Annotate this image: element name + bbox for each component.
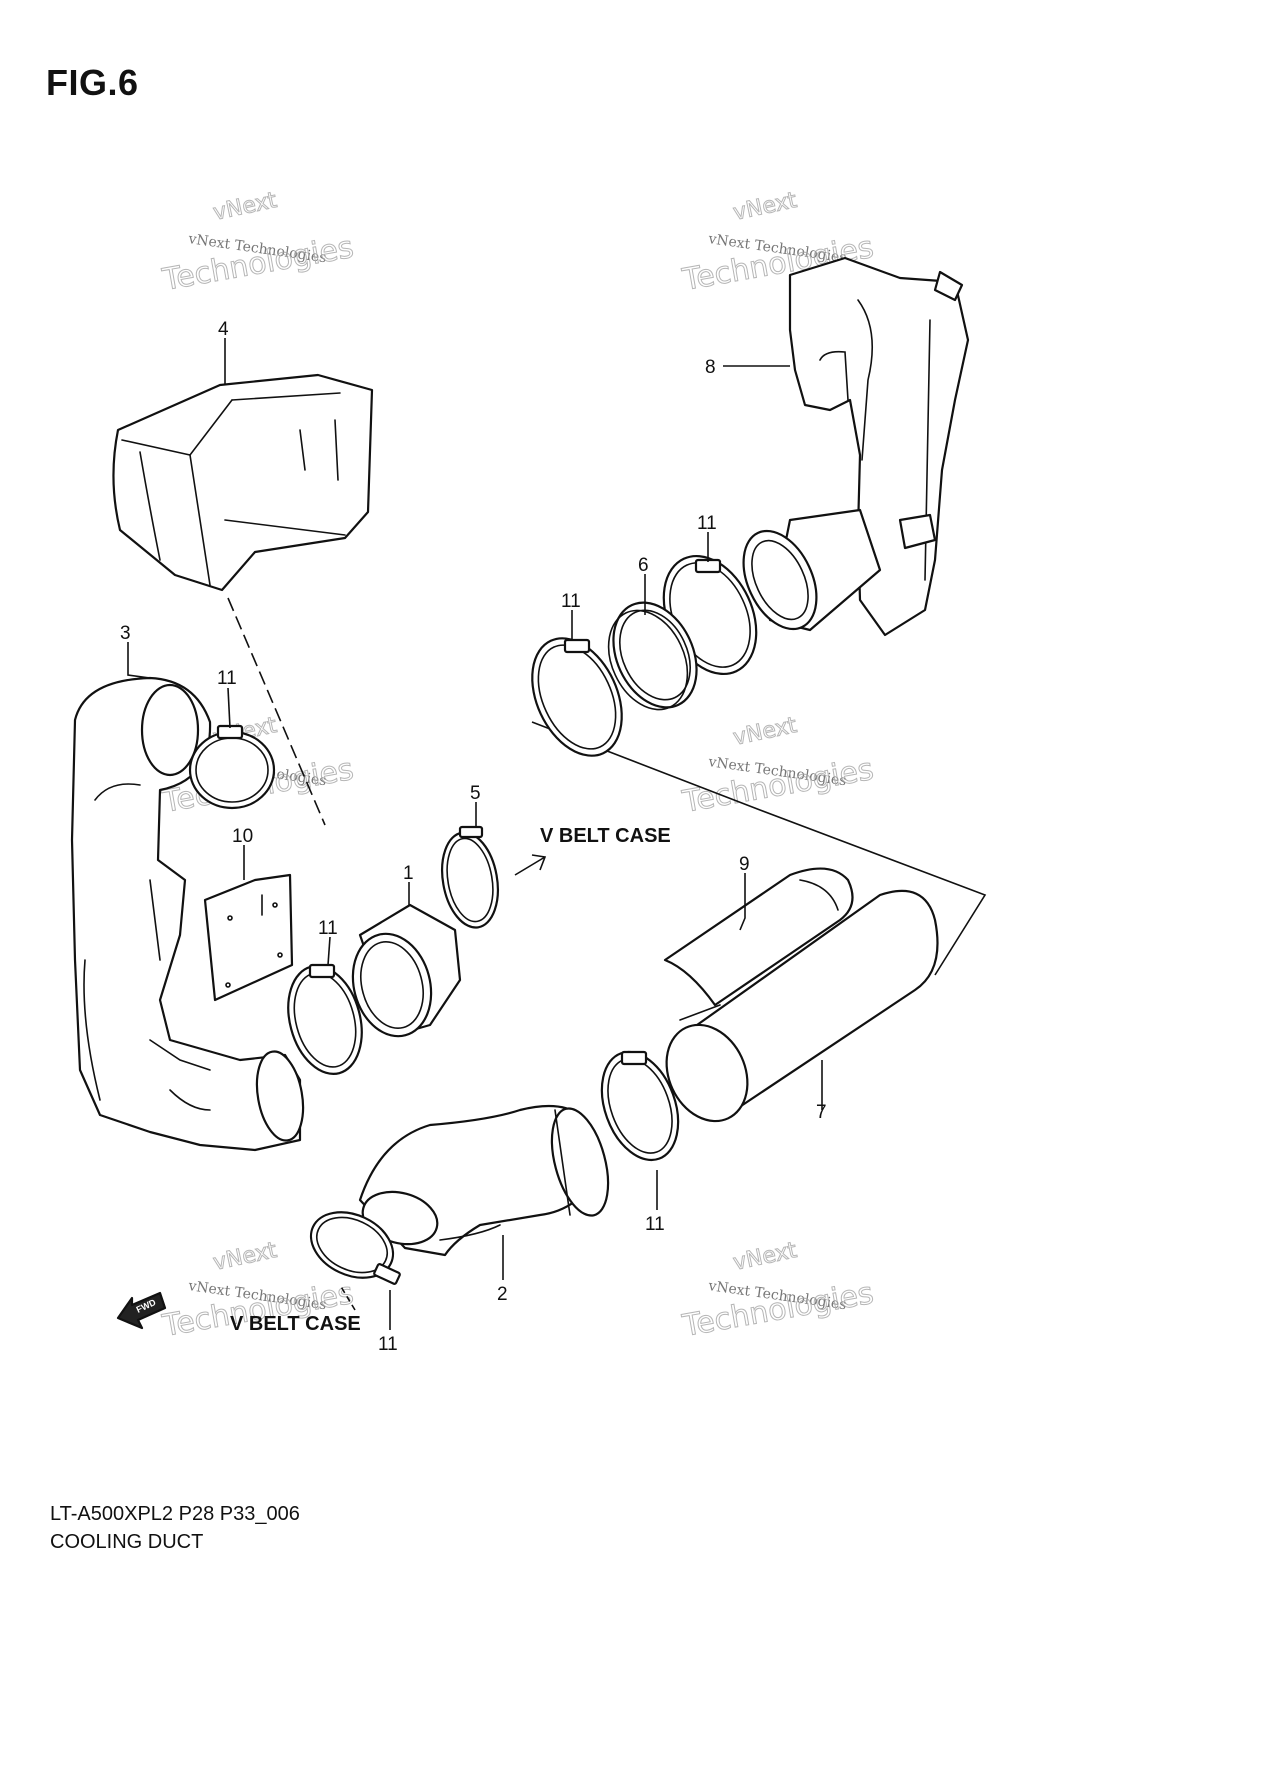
- watermark-top-word: vNext: [731, 1238, 799, 1276]
- note-vbelt-case-lower: V BELT CASE: [230, 1313, 361, 1335]
- part-8-upper-duct: [788, 256, 970, 637]
- callout-11: 11: [378, 1334, 398, 1355]
- callout-4: 4: [218, 319, 229, 340]
- assembly-guide-lines: [227, 597, 987, 1311]
- note-vbelt-case-upper: V BELT CASE: [540, 825, 671, 847]
- callout-numbers: 4 8 11 6 11 3 11 10 5 1 11 9 7 11 2 11: [120, 319, 827, 1355]
- clamp-11-lower-left: [309, 1211, 401, 1285]
- callout-6: 6: [638, 555, 649, 576]
- watermark-mid-right: vNext vNext Technologies Technologies: [679, 712, 877, 820]
- watermark-top-word: vNext: [731, 713, 799, 751]
- callout-5: 5: [470, 783, 481, 804]
- callout-11: 11: [645, 1214, 665, 1235]
- part-8-branch-pipe: [742, 508, 882, 632]
- watermark-top-word: vNext: [211, 188, 279, 226]
- callout-1: 1: [403, 863, 414, 884]
- clamp-11-lower-right: [600, 1050, 680, 1162]
- part-4-cover: [112, 373, 374, 592]
- figure-title: FIG.6: [46, 62, 139, 103]
- callout-2: 2: [497, 1284, 508, 1305]
- figure-section-name: COOLING DUCT: [50, 1531, 204, 1553]
- part-1-joint: [351, 903, 462, 1038]
- watermark-bottom-right: vNext vNext Technologies Technologies: [679, 1237, 877, 1344]
- callout-9: 9: [739, 854, 750, 875]
- callout-3: 3: [120, 623, 131, 644]
- part-6-joint: [607, 601, 698, 711]
- watermark-top-word: vNext: [731, 188, 799, 226]
- callout-7: 7: [816, 1102, 827, 1123]
- callout-10: 10: [232, 826, 253, 847]
- callout-11: 11: [318, 918, 338, 939]
- clamp-11-upper-left: [531, 637, 623, 757]
- callout-leaders: [127, 338, 823, 1330]
- watermark-top-word: vNext: [211, 1238, 279, 1276]
- clamp-11-middle: [287, 963, 363, 1075]
- callout-11: 11: [697, 513, 717, 534]
- part-5-ring: [441, 825, 499, 929]
- watermark-top-left: vNext vNext Technologies Technologies: [159, 187, 357, 298]
- part-10-plate: [203, 873, 294, 1002]
- part-7-cylinder: [665, 889, 939, 1123]
- clamp-11-left: [188, 724, 276, 810]
- part-9-shield: [663, 867, 854, 1007]
- callout-8: 8: [705, 357, 716, 378]
- callout-11: 11: [217, 668, 237, 689]
- part-2-hose: [358, 1104, 610, 1257]
- figure-model-code: LT-A500XPL2 P28 P33_006: [50, 1503, 300, 1525]
- callout-11: 11: [561, 591, 581, 612]
- arrow-to-vbelt-upper: [514, 854, 547, 876]
- fwd-arrow: FWD: [116, 1291, 167, 1330]
